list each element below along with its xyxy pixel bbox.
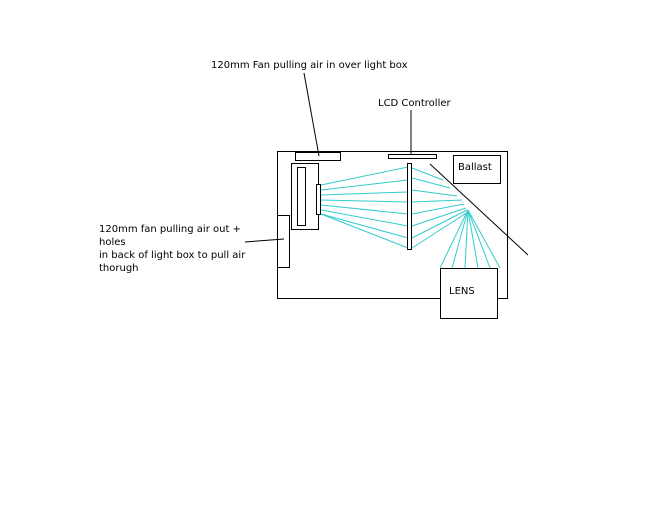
lamp-reflector (316, 184, 321, 215)
lamp-light-rays (320, 166, 409, 249)
lens-label: LENS (449, 286, 475, 297)
back-fan-label-line-3: thorugh (99, 263, 139, 274)
back-fan-label: 120mm fan pulling air out + holes in bac… (99, 223, 269, 275)
top-fan-label: 120mm Fan pulling air in over light box (211, 60, 408, 71)
lens-light-rays (439, 209, 501, 269)
lcd-light-rays (411, 167, 469, 249)
back-fan-label-line-1: 120mm fan pulling air out + holes (99, 224, 241, 248)
top-fan-leader-line (303, 72, 320, 157)
top-fan (295, 152, 341, 161)
ballast-box (453, 155, 501, 184)
lens-box (440, 268, 498, 319)
mirror (429, 163, 529, 256)
lcd-controller-label: LCD Controller (378, 98, 451, 109)
back-fan-leader-line (244, 238, 285, 243)
back-fan-label-line-2: in back of light box to pull air (99, 250, 246, 261)
back-fan (277, 215, 290, 268)
lcd-panel (407, 163, 412, 250)
lamp-bulb (297, 167, 306, 226)
ballast-label: Ballast (458, 162, 492, 173)
lcd-controller-board (388, 154, 437, 159)
